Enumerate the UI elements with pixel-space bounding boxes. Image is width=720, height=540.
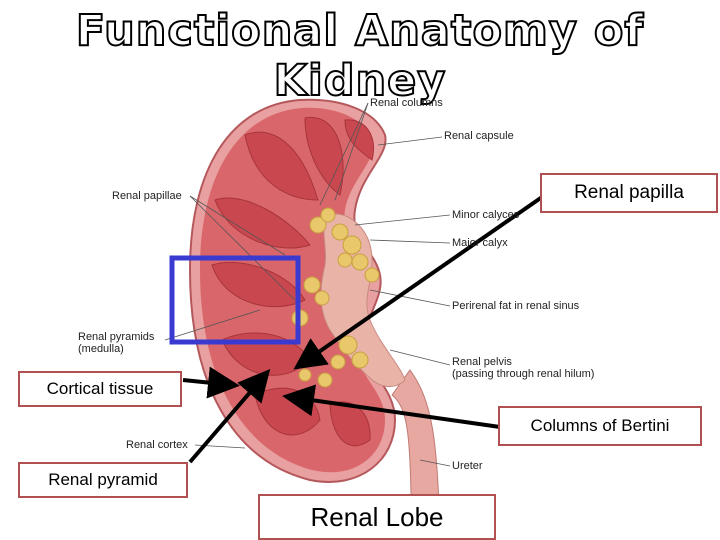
callout-renal-papilla: Renal papilla bbox=[540, 173, 718, 213]
label-renal-capsule: Renal capsule bbox=[444, 130, 514, 142]
callout-renal-lobe: Renal Lobe bbox=[258, 494, 496, 540]
label-major-calyx: Major calyx bbox=[452, 237, 508, 249]
label-renal-cortex: Renal cortex bbox=[126, 439, 188, 451]
label-renal-pelvis: Renal pelvis bbox=[452, 356, 512, 368]
label-renal-columns: Renal columns bbox=[370, 97, 443, 109]
perirenal-fat bbox=[291, 207, 380, 388]
highlight-box bbox=[169, 255, 301, 345]
callout-arrows bbox=[182, 193, 547, 464]
label-renal-pyramids: Renal pyramids bbox=[78, 331, 155, 343]
label-minor-calyces: Minor calyces bbox=[452, 209, 520, 221]
label-ureter: Ureter bbox=[452, 460, 483, 472]
callout-renal-pyramid: Renal pyramid bbox=[18, 462, 188, 498]
callout-columns-of-bertini: Columns of Bertini bbox=[498, 406, 702, 446]
label-leader-lines bbox=[164, 102, 451, 467]
callout-cortical-tissue: Cortical tissue bbox=[18, 371, 182, 407]
label-renal-pyramids-sub: (medulla) bbox=[78, 343, 124, 355]
label-perirenal-fat: Perirenal fat in renal sinus bbox=[452, 300, 580, 312]
slide-title: Functional Anatomy of Kidney bbox=[75, 5, 645, 107]
label-renal-papillae: Renal papillae bbox=[112, 190, 182, 202]
label-renal-pelvis-sub: (passing through renal hilum) bbox=[452, 368, 595, 380]
